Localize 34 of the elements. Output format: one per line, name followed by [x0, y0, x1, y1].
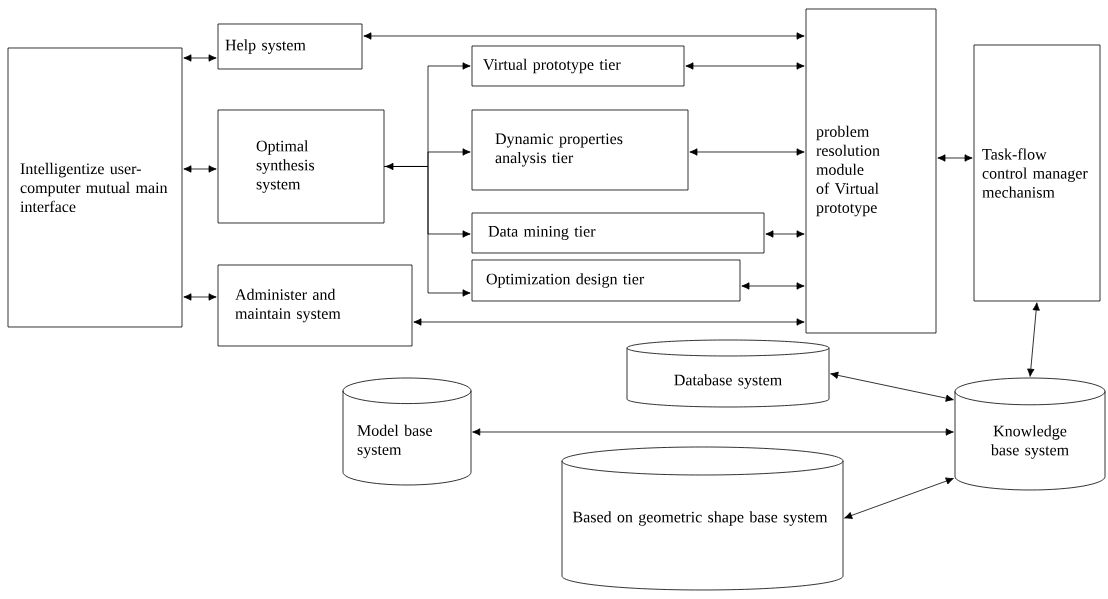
node-label: Database system	[674, 374, 782, 389]
tier-box: Data mining tier	[471, 212, 765, 254]
arrow	[830, 371, 954, 402]
arrow	[384, 166, 471, 297]
arrow	[363, 32, 805, 40]
node-label: Model base system	[357, 424, 432, 459]
arrow	[685, 62, 805, 70]
database-cylinder: Based on geometric shape base system	[561, 446, 844, 591]
system-box: Administer and maintain system	[217, 264, 413, 347]
tier-box: Dynamic properties analysis tier	[471, 109, 689, 191]
node-label: Based on geometric shape base system	[572, 511, 828, 526]
database-cylinder: Model base system	[342, 377, 472, 486]
arrow	[183, 293, 217, 301]
database-cylinder: Knowledge base system	[954, 377, 1106, 491]
system-box: Optimal synthesis system	[217, 109, 385, 224]
arrow	[1027, 302, 1040, 377]
database-cylinder: Database system	[626, 339, 830, 408]
arrow	[937, 154, 973, 162]
arrow	[741, 282, 805, 290]
interface-box: Intelligentize user-computer mutual main interface	[7, 47, 183, 328]
mechanism-box: Task-flow control manager mechanism	[973, 44, 1101, 302]
node-label: Knowledge base system	[990, 425, 1069, 459]
arrow	[183, 165, 217, 173]
arrow	[413, 318, 805, 326]
tier-box: Optimization design tier	[471, 259, 741, 302]
module-box: problem resolution module of Virtual prototype	[805, 8, 937, 334]
arrow	[385, 62, 471, 171]
arrow	[472, 428, 954, 436]
arrow	[765, 230, 805, 238]
arrow	[183, 54, 217, 62]
arrow	[689, 148, 805, 156]
tier-box: Virtual prototype tier	[471, 45, 685, 87]
system-box: Help system	[217, 23, 363, 70]
arrow	[844, 477, 954, 519]
